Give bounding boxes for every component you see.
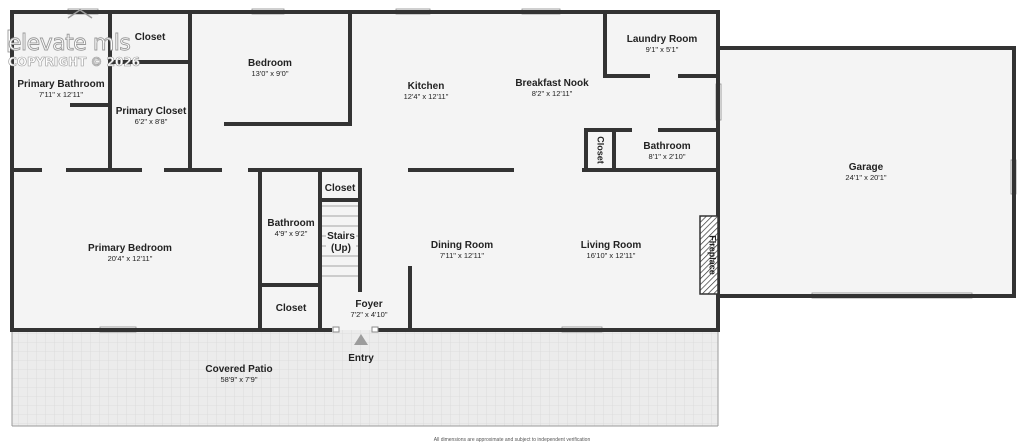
living-room-name: Living Room <box>581 240 642 251</box>
primary-closet-dim: 6'2" x 8'8" <box>135 117 168 126</box>
fireplace-hearth <box>699 215 719 295</box>
stairs-name: Stairs <box>327 231 355 242</box>
primary-bedroom-name: Primary Bedroom <box>88 243 172 254</box>
watermark-copyright: COPYRIGHT © 2026 <box>8 55 140 69</box>
garage-name: Garage <box>849 162 884 173</box>
dining-room-name: Dining Room <box>431 240 493 251</box>
closet-side-name: Closet <box>596 136 606 164</box>
laundry-floor <box>605 12 718 76</box>
living-room-dim: 16'10" x 12'11" <box>587 251 636 260</box>
foyer-name: Foyer <box>355 299 382 310</box>
watermark: elevate mls COPYRIGHT © 2026 <box>8 9 140 69</box>
primary-closet-name: Primary Closet <box>116 106 187 117</box>
garage-floor <box>718 48 1014 296</box>
kitchen-name: Kitchen <box>408 81 445 92</box>
bedroom-dim: 13'0" x 9'0" <box>252 69 289 78</box>
patio-floor <box>12 330 718 426</box>
kitchen-dim: 12'4" x 12'11" <box>404 92 449 101</box>
garage-dim: 24'1" x 20'1" <box>845 173 886 182</box>
laundry-room-name: Laundry Room <box>627 34 698 45</box>
covered-patio-dim: 58'9" x 7'9" <box>221 375 258 384</box>
dining-room-dim: 7'11" x 12'11" <box>440 251 485 260</box>
stairs-label-bg <box>326 228 356 254</box>
bathroom-mid-dim: 4'9" x 9'2" <box>275 229 308 238</box>
bathroom-mid-name: Bathroom <box>267 218 314 229</box>
bathroom-east-name: Bathroom <box>643 141 690 152</box>
primary-bathroom-dim: 7'11" x 12'11" <box>39 90 84 99</box>
primary-bedroom-dim: 20'4" x 12'11" <box>108 254 153 263</box>
foyer-dim: 7'2" x 4'10" <box>351 310 388 319</box>
breakfast-nook-name: Breakfast Nook <box>515 78 589 89</box>
stairs-direction: (Up) <box>331 243 351 254</box>
closet-stairs-name: Closet <box>325 183 356 194</box>
watermark-brand: elevate mls <box>8 31 130 56</box>
covered-patio-name: Covered Patio <box>205 364 272 375</box>
laundry-room-dim: 9'1" x 5'1" <box>646 45 679 54</box>
footnote: All dimensions are approximate and subje… <box>434 437 591 443</box>
bedroom-name: Bedroom <box>248 58 292 69</box>
bathroom-east-dim: 8'1" x 2'10" <box>649 152 686 161</box>
watermark-logo-icon <box>67 9 93 19</box>
entry-arrow <box>354 334 368 345</box>
closet-top-name: Closet <box>135 32 166 43</box>
fireplace-label: Fireplace <box>708 235 718 275</box>
entry-door <box>332 326 379 333</box>
breakfast-nook-dim: 8'2" x 12'11" <box>532 89 573 98</box>
primary-bathroom-name: Primary Bathroom <box>17 79 104 90</box>
closet-foyer-name: Closet <box>276 303 307 314</box>
entry-label: Entry <box>348 353 374 364</box>
walls <box>10 10 1016 332</box>
